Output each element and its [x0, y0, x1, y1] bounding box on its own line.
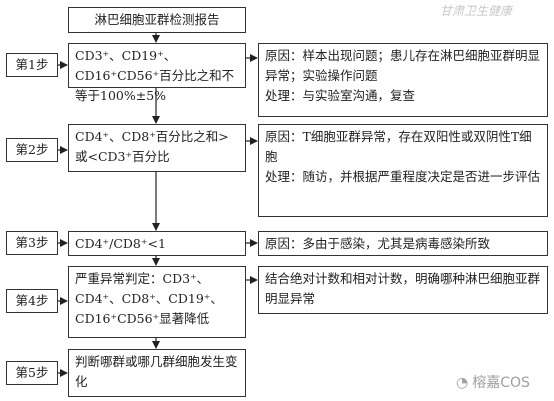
step-4-note: 结合绝对计数和相对计数，明确哪种淋巴细胞亚群明显异常 — [258, 266, 548, 314]
step-1-reason: 原因：样本出现问题；患儿存在淋巴细胞亚群明显异常；实验操作问题 — [265, 48, 541, 83]
step-2-reason: 原因：T细胞亚群异常，存在双阳性或双阴性T细胞 — [265, 129, 532, 164]
step-3-reason: 原因：多由于感染，尤其是病毒感染所致 — [265, 236, 491, 251]
step-2-note: 原因：T细胞亚群异常，存在双阳性或双阴性T细胞 处理：随访，并根据严重程度决定是… — [258, 124, 548, 217]
step-1-note: 原因：样本出现问题；患儿存在淋巴细胞亚群明显异常；实验操作问题 处理：与实验室沟… — [258, 43, 548, 117]
step-2-criterion: CD4⁺、CD8⁺百分比之和>或<CD3⁺百分比 — [68, 124, 246, 172]
watermark-top: 甘肃卫生健康 — [440, 4, 513, 18]
step-5-criterion: 判断哪群或哪几群细胞发生变化 — [68, 349, 246, 397]
watermark-text: 榕嘉COS — [472, 375, 530, 391]
step-3-criterion: CD4⁺/CD8⁺<1 — [68, 231, 246, 256]
step-3-label: 第3步 — [6, 231, 58, 255]
step-5-label: 第5步 — [6, 361, 58, 385]
wechat-icon: ◔ — [456, 375, 469, 391]
step-1-criterion: CD3⁺、CD19⁺、CD16⁺CD56⁺百分比之和不等于100%±5% — [68, 43, 246, 103]
step-1-action: 处理：与实验室沟通，复查 — [265, 88, 416, 103]
report-title: 淋巴细胞亚群检测报告 — [68, 7, 246, 33]
step-4-criterion: 严重异常判定：CD3⁺、CD4⁺、CD8⁺、CD19⁺、CD16⁺CD56⁺显著… — [68, 266, 246, 338]
step-4-reason: 结合绝对计数和相对计数，明确哪种淋巴细胞亚群明显异常 — [265, 271, 541, 306]
step-2-label: 第2步 — [6, 138, 58, 162]
step-3-note: 原因：多由于感染，尤其是病毒感染所致 — [258, 231, 548, 256]
step-2-action: 处理：随访，并根据严重程度决定是否进一步评估 — [265, 169, 541, 184]
step-1-label: 第1步 — [6, 53, 58, 77]
step-4-label: 第4步 — [6, 289, 58, 313]
watermark-bottom: ◔榕嘉COS — [456, 372, 530, 392]
